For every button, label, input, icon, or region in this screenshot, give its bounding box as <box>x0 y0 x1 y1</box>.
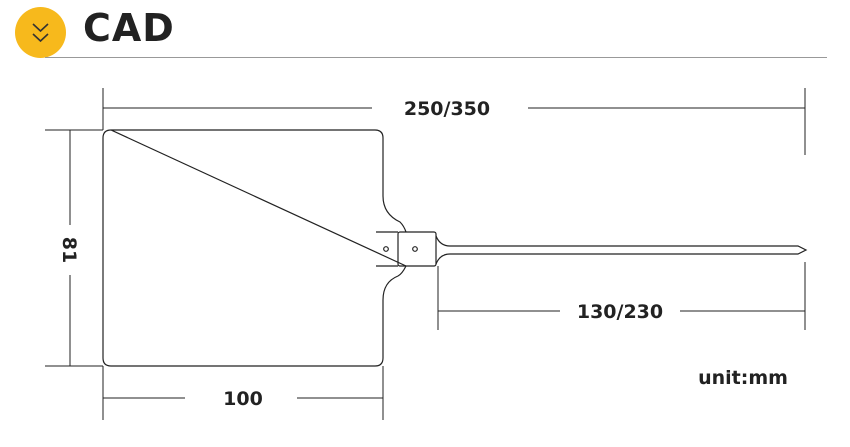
total-length-label: 250/350 <box>404 98 490 120</box>
header-divider <box>45 57 827 58</box>
header: CAD <box>0 0 850 60</box>
double-chevron-down-icon[interactable] <box>15 7 66 58</box>
width-label: 100 <box>223 388 263 410</box>
tag-outline <box>102 129 808 367</box>
strap-length-label: 130/230 <box>577 301 663 323</box>
dimension-lines <box>45 88 806 420</box>
unit-label: unit:mm <box>698 367 788 389</box>
page-title: CAD <box>83 6 175 50</box>
height-label: 81 <box>58 237 80 263</box>
